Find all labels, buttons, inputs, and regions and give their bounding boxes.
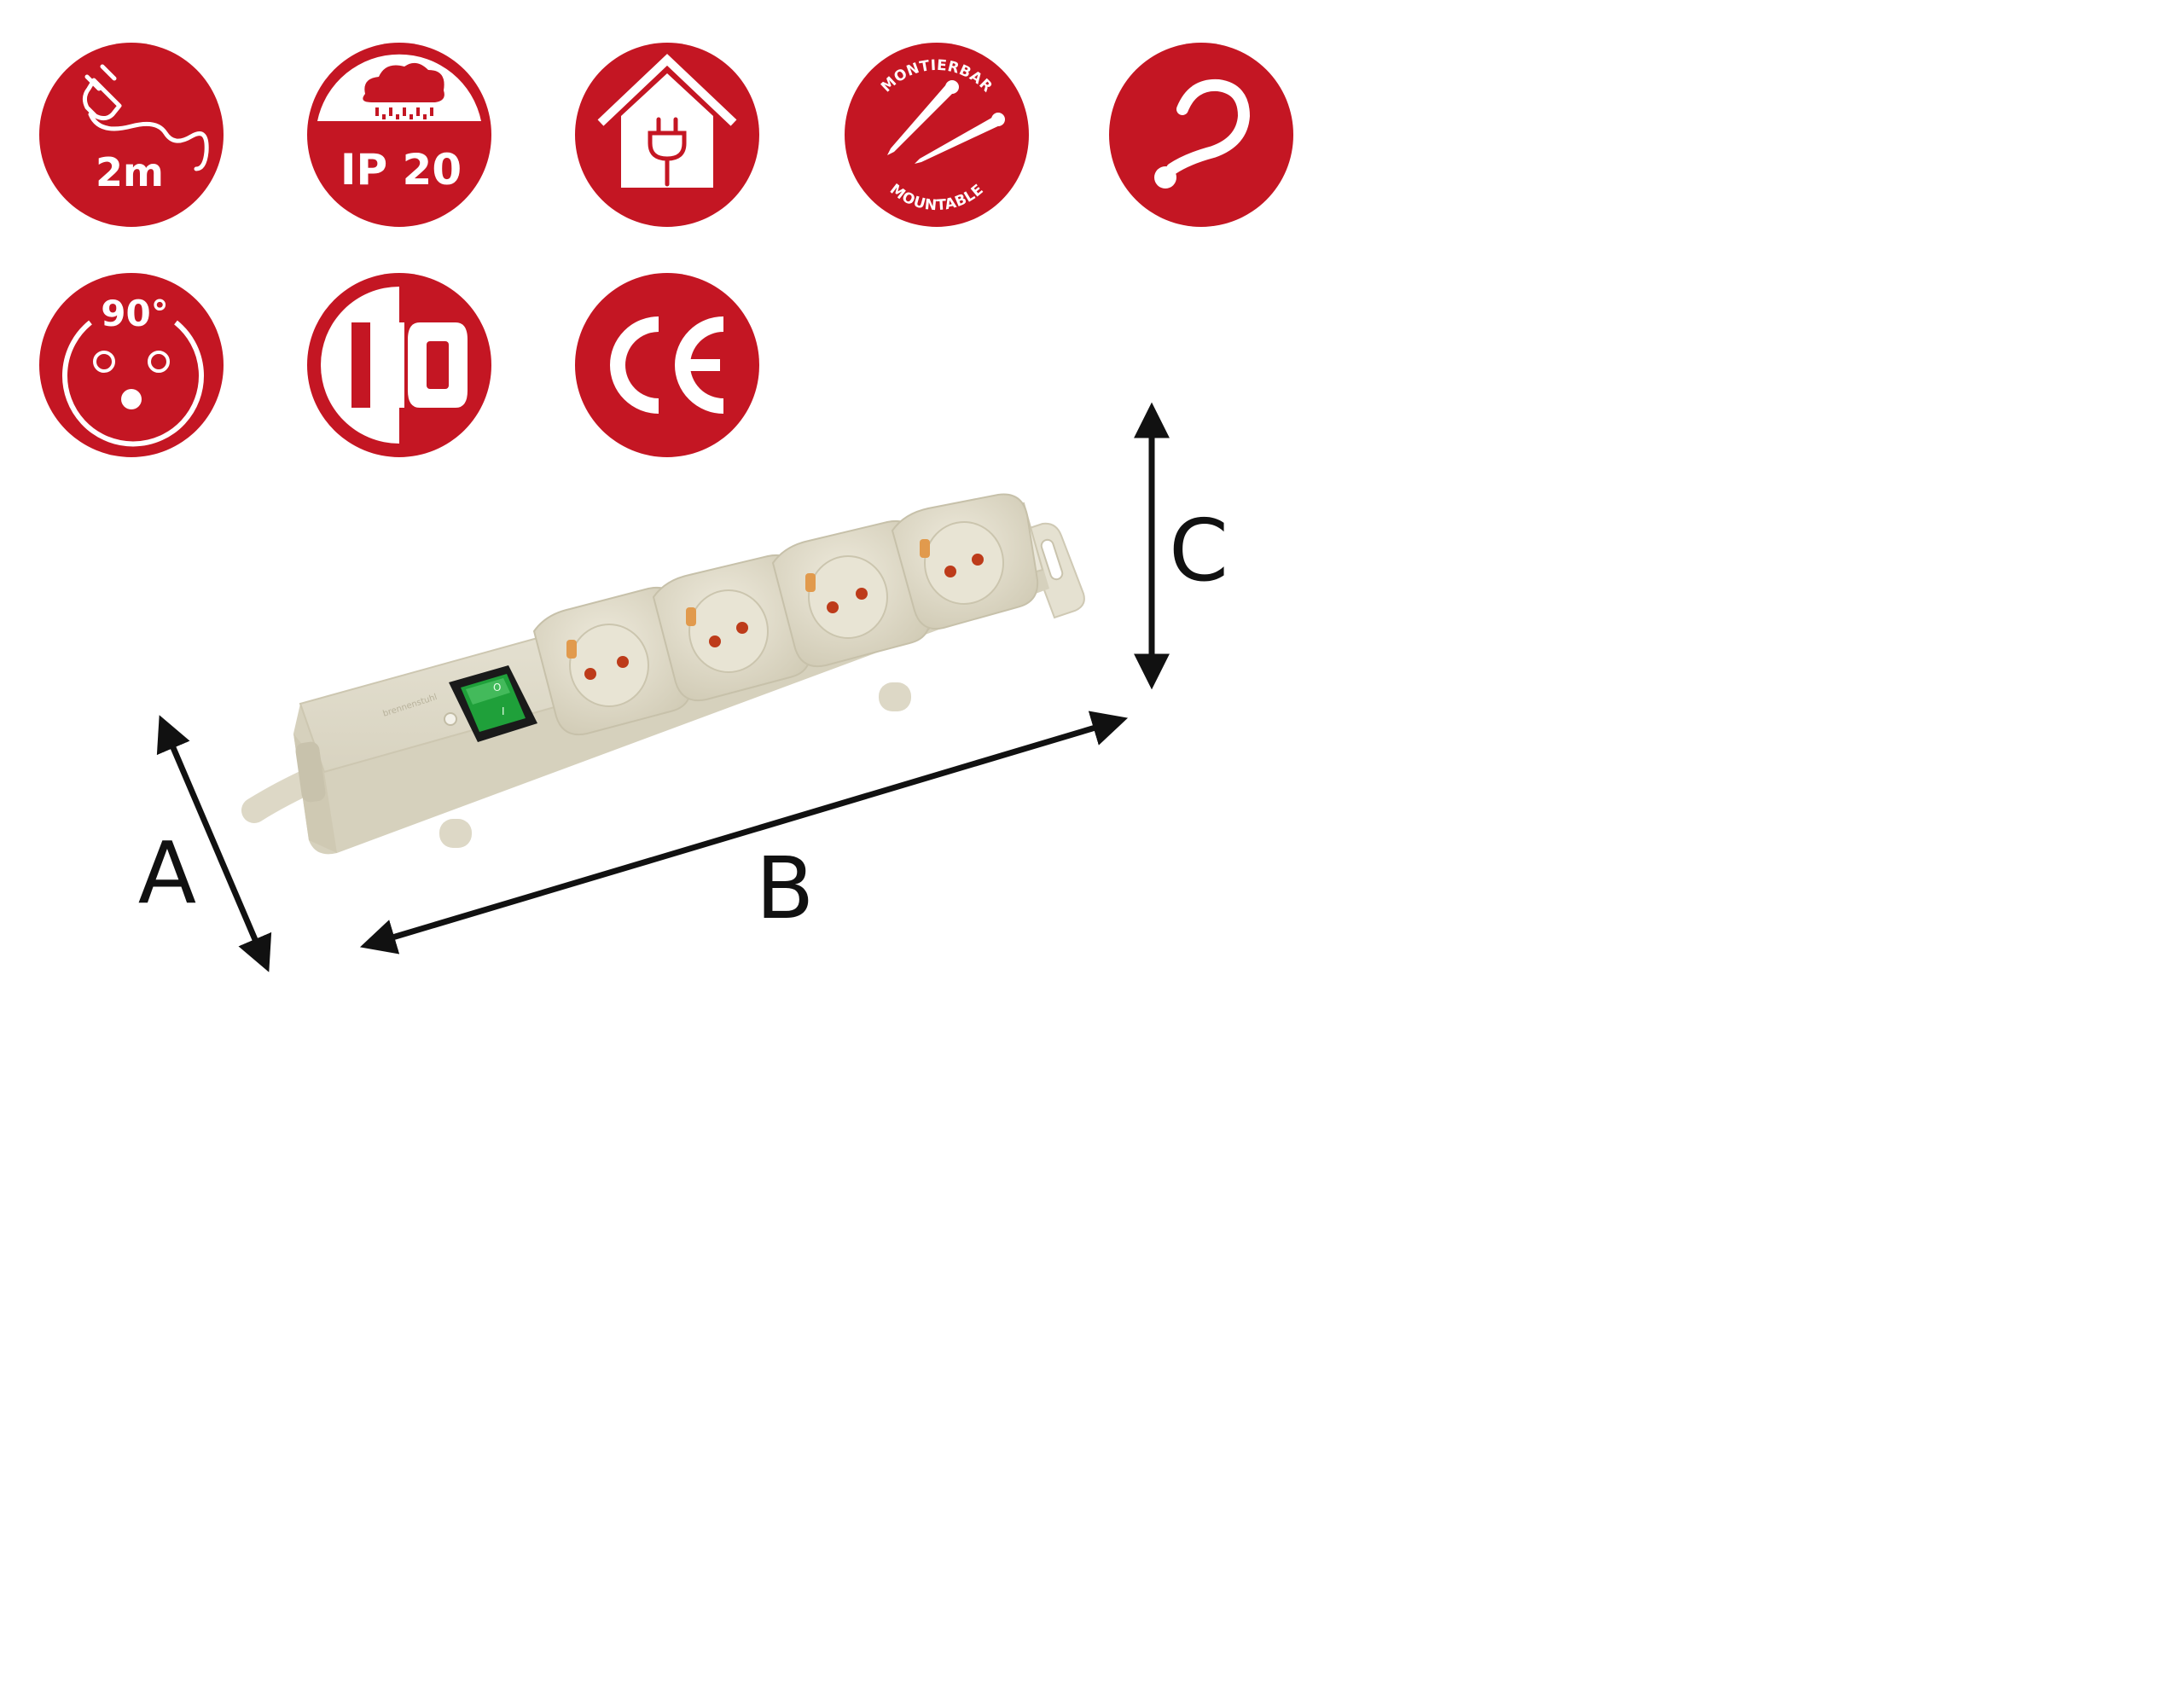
socket-4[interactable] xyxy=(891,493,1039,630)
plug-cable-icon xyxy=(82,64,209,171)
screws-icon xyxy=(887,80,1005,164)
socket-3[interactable] xyxy=(771,520,932,667)
cable-length-badge: 2m xyxy=(38,41,225,229)
socket-angle-icon xyxy=(62,320,204,447)
on-off-switch-badge: I0 xyxy=(305,271,493,459)
power-switch-icon xyxy=(351,322,468,408)
rain-cloud-icon xyxy=(363,62,444,119)
height-dimension: C xyxy=(1134,402,1228,690)
badge-label: 90° xyxy=(101,293,168,334)
switch-off-mark: O xyxy=(493,682,501,693)
badge-label: 2m xyxy=(96,149,164,195)
hanging-hook-badge xyxy=(1107,41,1295,229)
depth-dimension: A xyxy=(138,715,272,972)
ip-rating-badge: IP 20 xyxy=(305,41,493,229)
dimension-label-c: C xyxy=(1169,501,1228,601)
hanging-tab xyxy=(1020,522,1085,619)
ce-badge xyxy=(573,271,761,459)
socket-1[interactable] xyxy=(532,587,693,735)
hanging-hook-icon xyxy=(1166,78,1251,175)
length-dimension: B xyxy=(359,711,1129,955)
dimension-label-a: A xyxy=(138,823,196,923)
ce-mark-icon xyxy=(610,316,724,414)
mountable-badge: MONTIERBAR MOUNTABLE xyxy=(843,41,1031,229)
product-illustration: brennenstuhl O I A xyxy=(138,402,1228,972)
angled-socket-badge: 90° xyxy=(38,271,225,459)
house-plug-icon xyxy=(597,54,737,188)
dimension-label-b: B xyxy=(756,838,815,938)
badge-label: IP 20 xyxy=(340,145,462,194)
switch-on-mark: I xyxy=(502,705,505,717)
socket-2[interactable] xyxy=(652,554,812,701)
indoor-use-badge xyxy=(573,41,761,229)
